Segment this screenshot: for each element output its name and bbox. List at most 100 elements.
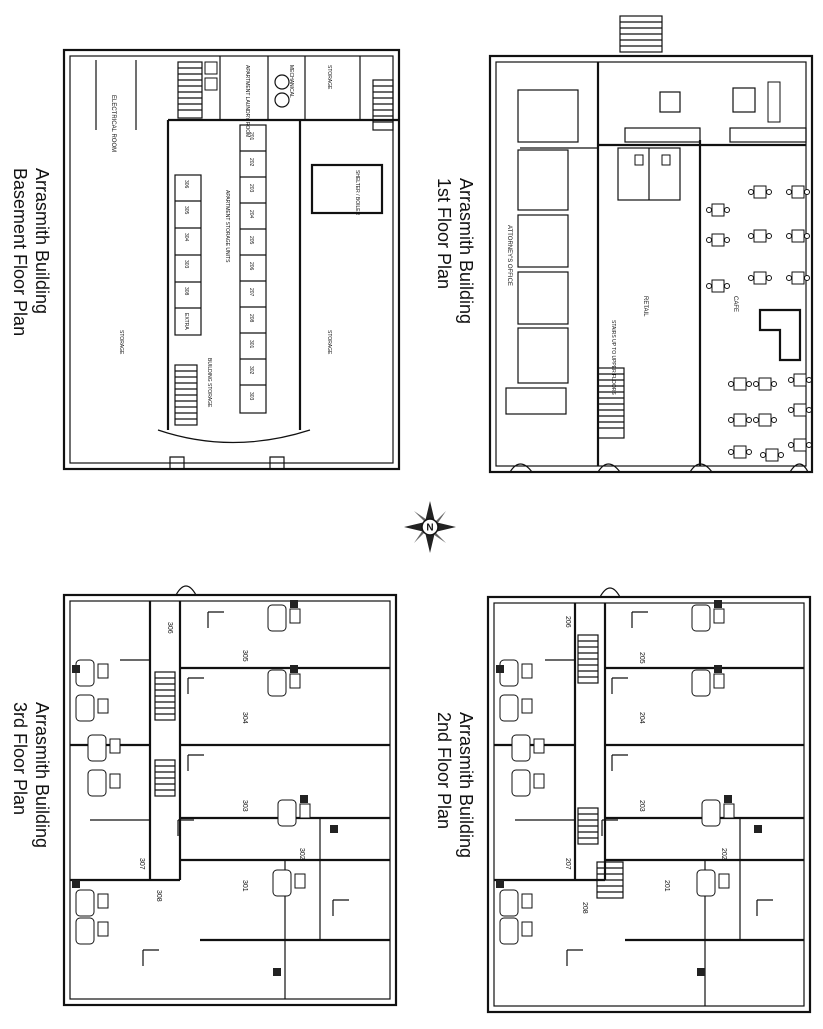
cafe-chair [746, 417, 752, 423]
door-swing [601, 819, 618, 836]
cafe-chair [771, 381, 777, 387]
cafe-table [711, 203, 725, 217]
first-floor-outline [488, 54, 814, 474]
stove [496, 665, 504, 673]
toilet [521, 893, 533, 909]
toilet [533, 773, 545, 789]
unit-number-label: 306 [166, 622, 173, 634]
cafe-chair [728, 417, 734, 423]
basement-storage-left-label: STORAGE [118, 330, 124, 355]
storage-unit-label: 308 [183, 287, 189, 296]
third-title-line1: Arrasmith Building [32, 702, 52, 848]
unit-number-label: 304 [241, 712, 248, 724]
third-title-line2: 3rd Floor Plan [10, 702, 30, 815]
storage-unit-label: 305 [183, 206, 189, 215]
basement-inner-wall [69, 55, 394, 464]
cafe-table [793, 438, 807, 452]
stove [290, 665, 298, 673]
stove [330, 825, 338, 833]
bathtub [696, 869, 716, 897]
bathtub [499, 889, 519, 917]
cafe-table [765, 448, 779, 462]
cafe-chair [804, 189, 810, 195]
storage-unit-label: 203 [248, 184, 254, 193]
stove [754, 825, 762, 833]
compass-label: N [426, 523, 433, 534]
cafe-chair [724, 237, 730, 243]
cafe-chair [804, 275, 810, 281]
door-swing [332, 899, 349, 916]
second-floor-fixtures [496, 600, 773, 976]
door-swing [142, 949, 159, 966]
cafe-table [753, 185, 767, 199]
third-floor-title: Arrasmith Building 3rd Floor Plan [10, 702, 52, 848]
cafe-chair [766, 275, 772, 281]
toilet [97, 921, 109, 937]
bathtub [272, 869, 292, 897]
cafe-chair [706, 207, 712, 213]
cafe-table [711, 279, 725, 293]
toilet [289, 608, 301, 624]
cafe-chair [786, 189, 792, 195]
toilet [289, 673, 301, 689]
bathtub [499, 694, 519, 722]
north-compass: N [404, 501, 456, 553]
cafe-chair [771, 417, 777, 423]
storage-unit-label: 301 [248, 340, 254, 349]
storage-units-left [174, 174, 202, 336]
door-swing [187, 754, 204, 771]
stove [273, 968, 281, 976]
bathtub [75, 694, 95, 722]
door-swing [756, 899, 773, 916]
cafe-chair [706, 283, 712, 289]
basement-electrical-label: ELECTRICAL ROOM [110, 95, 116, 152]
unit-number-label: 206 [564, 616, 571, 628]
bathtub [691, 669, 711, 697]
toilet [109, 738, 121, 754]
storage-unit-label: 206 [248, 262, 254, 271]
toilet [533, 738, 545, 754]
storage-unit-label: 202 [248, 158, 254, 167]
unit-number-label: 204 [638, 712, 645, 724]
unit-number-label: 202 [720, 848, 727, 860]
cafe-table [753, 271, 767, 285]
cafe-chair [746, 381, 752, 387]
unit-number-label: 307 [138, 858, 145, 870]
toilet [97, 893, 109, 909]
third-floor-fixtures [72, 600, 349, 976]
first-title-line2: 1st Floor Plan [434, 178, 454, 289]
cafe-table [791, 185, 805, 199]
storage-units-right [239, 124, 267, 414]
third-floor-outline [62, 593, 398, 1007]
toilet [299, 803, 311, 819]
storage-unit-label: 306 [183, 180, 189, 189]
cafe-chair [728, 381, 734, 387]
unit-number-label: 301 [241, 880, 248, 892]
toilet [294, 873, 306, 889]
storage-unit-label: 208 [248, 314, 254, 323]
first-floor-title: Arrasmith Building 1st Floor Plan [434, 178, 476, 324]
basement-title-line1: Arrasmith Building [32, 168, 52, 314]
bathtub [87, 769, 107, 797]
bathtub [267, 669, 287, 697]
unit-number-label: 302 [298, 848, 305, 860]
bathtub [701, 799, 721, 827]
cafe-chair [753, 417, 759, 423]
cafe-chair [788, 442, 794, 448]
unit-number-label: 201 [663, 880, 670, 892]
door-swing [611, 677, 628, 694]
toilet [97, 698, 109, 714]
bathtub [277, 799, 297, 827]
door-swing [187, 677, 204, 694]
door-swing [566, 949, 583, 966]
cafe-chair [766, 189, 772, 195]
toilet [713, 608, 725, 624]
unit-number-label: 205 [638, 652, 645, 664]
first-retail-label: RETAIL [642, 296, 648, 317]
bathtub [267, 604, 287, 632]
storage-unit-label: 304 [183, 233, 189, 242]
stove [300, 795, 308, 803]
cafe-chair [806, 442, 812, 448]
